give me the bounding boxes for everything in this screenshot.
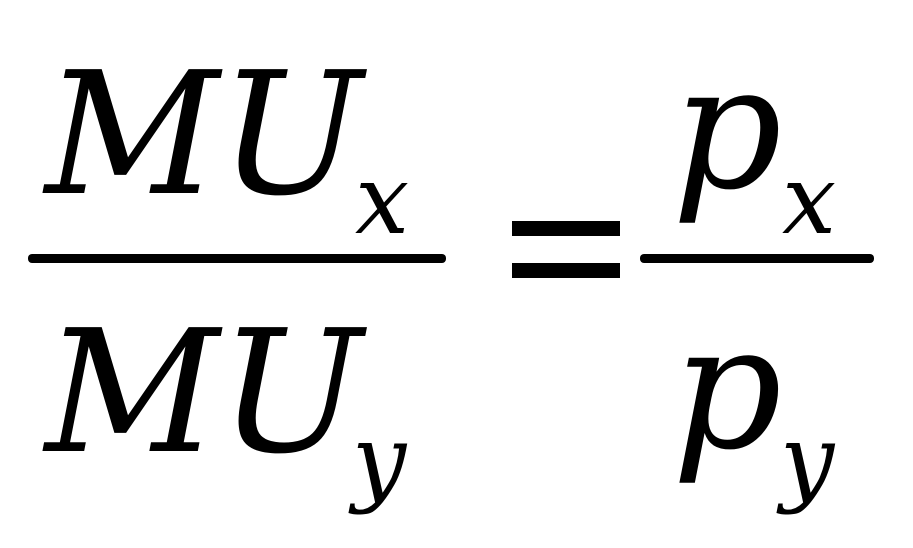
right-fraction-bar [640, 254, 874, 263]
right-numerator-base: p [672, 27, 783, 228]
equals-bar-top [512, 221, 620, 236]
left-numerator-subscript: x [355, 144, 410, 256]
right-denominator-base: p [672, 287, 783, 488]
right-denominator-subscript: y [780, 404, 835, 516]
left-numerator-base: MU [45, 36, 363, 234]
right-numerator-subscript: x [782, 144, 837, 256]
left-denominator-subscript: y [352, 404, 407, 516]
left-fraction-bar [28, 254, 446, 263]
equals-bar-bottom [512, 263, 620, 278]
left-denominator-base: MU [45, 294, 363, 492]
